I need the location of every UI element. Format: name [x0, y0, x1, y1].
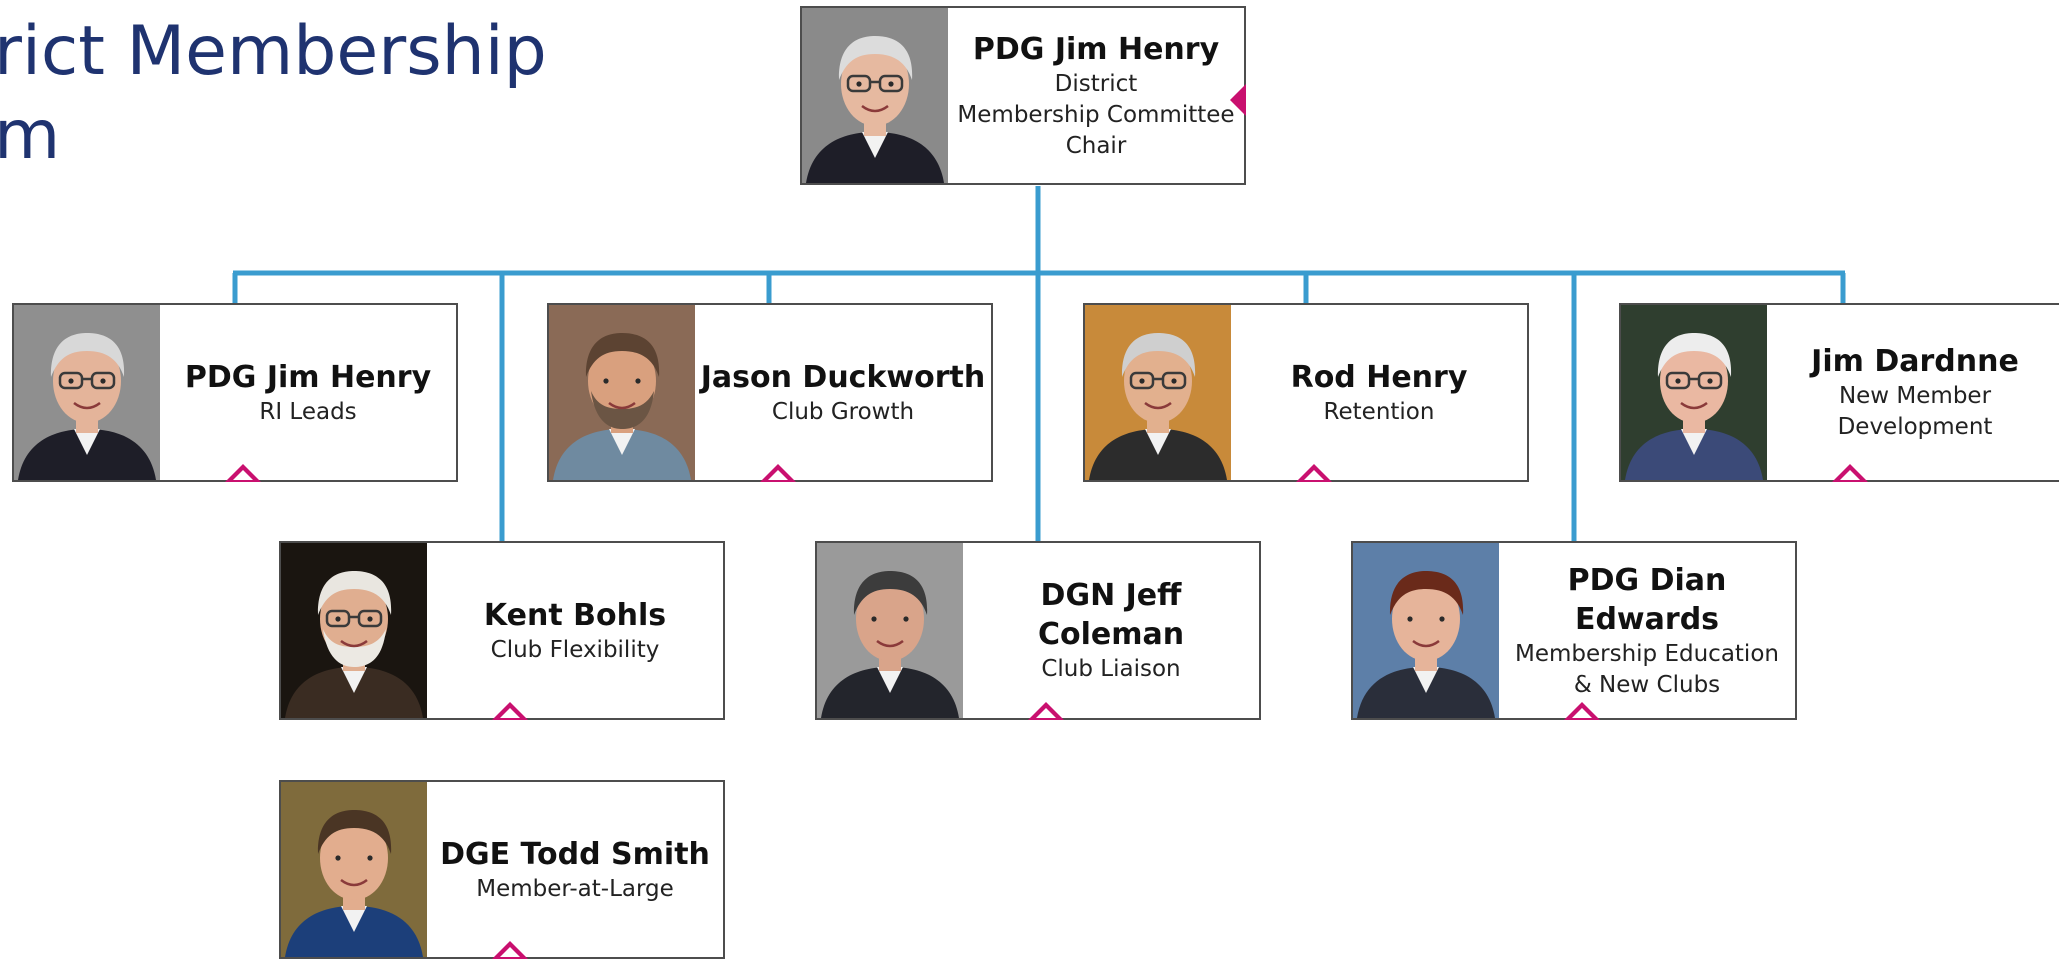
org-node-duckworth[interactable]: Jason Duckworth Club Growth [547, 303, 993, 482]
org-node-dardnne[interactable]: Jim Dardnne New Member Development [1619, 303, 2059, 482]
expand-marker-icon[interactable] [1832, 464, 1868, 482]
portrait-figure [1621, 305, 1767, 480]
person-name: Jim Dardnne [1811, 344, 2019, 379]
portrait-figure [1085, 305, 1231, 480]
portrait-photo [281, 782, 427, 957]
org-node-henry-ri[interactable]: PDG Jim Henry RI Leads [12, 303, 458, 482]
portrait-figure [549, 305, 695, 480]
portrait-photo [14, 305, 160, 480]
portrait-figure [281, 543, 427, 718]
expand-marker-icon[interactable] [760, 464, 796, 482]
person-name: Jason Duckworth [700, 359, 986, 395]
org-node-smith[interactable]: DGE Todd Smith Member-at-Large [279, 780, 725, 959]
node-text: Rod Henry Retention [1231, 305, 1527, 480]
portrait-photo [549, 305, 695, 480]
portrait-figure [1353, 543, 1499, 718]
portrait-photo [281, 543, 427, 718]
portrait-figure [817, 543, 963, 718]
portrait-photo [1353, 543, 1499, 718]
person-role: Club Growth [771, 398, 915, 425]
person-name: DGE Todd Smith [440, 836, 710, 872]
node-text: PDG Dian Edwards Membership Education & … [1499, 543, 1795, 718]
person-name: PDG Jim Henry [972, 31, 1220, 67]
person-role: RI Leads [259, 398, 357, 425]
node-text: Jim Dardnne New Member Development [1767, 305, 2059, 480]
person-name: Rod Henry [1290, 359, 1468, 395]
node-text: DGN Jeff Coleman Club Liaison [963, 543, 1259, 718]
portrait-figure [802, 8, 948, 183]
node-text: PDG Jim Henry District Membership Commit… [948, 8, 1244, 183]
node-text: PDG Jim Henry RI Leads [160, 305, 456, 480]
person-role: Club Liaison [1041, 656, 1181, 682]
node-text: DGE Todd Smith Member-at-Large [427, 782, 723, 957]
org-node-edwards[interactable]: PDG Dian Edwards Membership Education & … [1351, 541, 1797, 720]
person-role: Member-at-Large [476, 875, 674, 902]
portrait-figure [14, 305, 160, 480]
portrait-figure [281, 782, 427, 957]
page-title: rict Membership m [0, 12, 547, 175]
person-name: PDG Dian Edwards [1567, 562, 1727, 637]
org-node-coleman[interactable]: DGN Jeff Coleman Club Liaison [815, 541, 1261, 720]
expand-marker-icon[interactable] [225, 464, 261, 482]
org-node-rod-henry[interactable]: Rod Henry Retention [1083, 303, 1529, 482]
portrait-photo [1621, 305, 1767, 480]
person-role: Club Flexibility [490, 636, 660, 663]
person-role: District Membership Committee Chair [957, 70, 1235, 159]
portrait-photo [802, 8, 948, 183]
expand-marker-icon[interactable] [1296, 464, 1332, 482]
org-node-bohls[interactable]: Kent Bohls Club Flexibility [279, 541, 725, 720]
collapse-marker-icon[interactable] [1230, 84, 1246, 116]
expand-marker-icon[interactable] [492, 702, 528, 720]
person-role: Retention [1323, 398, 1435, 425]
portrait-photo [1085, 305, 1231, 480]
person-name: PDG Jim Henry [184, 359, 432, 395]
person-name: Kent Bohls [483, 597, 667, 633]
node-text: Kent Bohls Club Flexibility [427, 543, 723, 718]
node-text: Jason Duckworth Club Growth [695, 305, 991, 480]
expand-marker-icon[interactable] [492, 941, 528, 959]
expand-marker-icon[interactable] [1564, 702, 1600, 720]
person-name: DGN Jeff Coleman [1037, 578, 1185, 652]
portrait-photo [817, 543, 963, 718]
person-role: Membership Education & New Clubs [1515, 640, 1779, 698]
person-role: New Member Development [1837, 383, 1993, 440]
expand-marker-icon[interactable] [1028, 702, 1064, 720]
org-node-chair[interactable]: PDG Jim Henry District Membership Commit… [800, 6, 1246, 185]
